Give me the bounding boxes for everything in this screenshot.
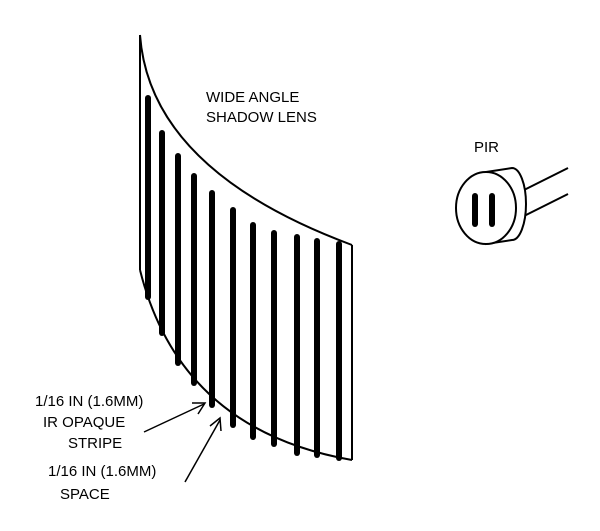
lens-title-line1: WIDE ANGLE — [206, 89, 300, 106]
stripe-label-line3: STRIPE — [68, 435, 123, 452]
pir-lead-top — [519, 167, 569, 193]
stripe-label-line1: 1/16 IN (1.6MM) — [35, 393, 144, 410]
pir-label: PIR — [474, 139, 500, 156]
stripe-label-line2: IR OPAQUE — [43, 414, 126, 431]
lens-bottom-edge — [139, 269, 353, 461]
lens-title-line2: SHADOW LENS — [206, 109, 317, 126]
pir-window-slots — [472, 193, 495, 227]
ir-opaque-stripes — [145, 95, 342, 461]
space-pointer-arrow — [184, 416, 222, 483]
stripe-pointer-arrow — [143, 402, 207, 433]
space-label-line1: 1/16 IN (1.6MM) — [48, 463, 157, 480]
lens-top-edge — [139, 34, 353, 246]
pir-sensor — [455, 166, 569, 246]
pir-lead-bottom — [523, 193, 569, 217]
pir-face — [455, 171, 517, 245]
space-label-line2: SPACE — [60, 486, 110, 503]
